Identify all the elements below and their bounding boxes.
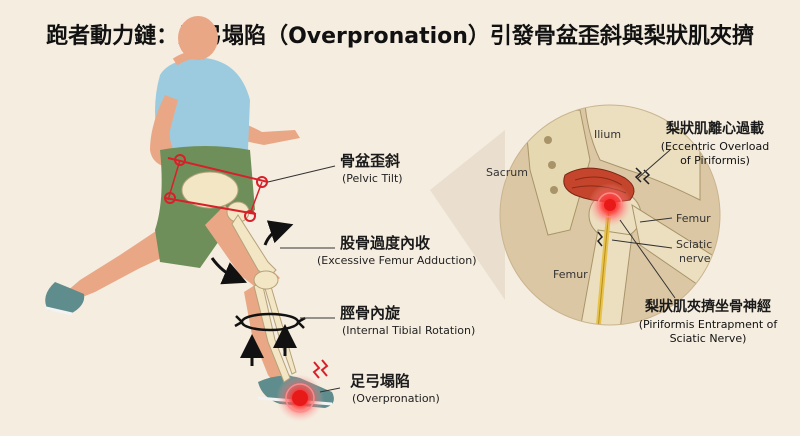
ilium-bone (584, 105, 701, 201)
zoom-cone (430, 130, 505, 300)
pelvic-tilt-label-en: (Pelvic Tilt) (342, 172, 403, 185)
leader-piriformis (637, 149, 671, 179)
sciatic-label-2: nerve (679, 252, 711, 265)
leader-foot (319, 387, 341, 393)
tank-top (155, 58, 250, 175)
overpronation-label-en: (Overpronation) (352, 392, 440, 405)
leader-pelvic (267, 165, 336, 183)
piriformis-entrapment-zh: 梨狀肌夾擠坐骨神經 (645, 299, 771, 315)
piriformis-entrapment-en-1: (Piriformis Entrapment of (638, 318, 778, 331)
back-shoe (45, 282, 85, 314)
head (178, 16, 218, 60)
leader-entrapment (619, 219, 676, 299)
piriformis-overload-zh: 梨狀肌離心過載 (666, 121, 764, 137)
overpronation-label-zh: 足弓塌陷 (350, 372, 411, 390)
femur-left-label: Femur (553, 268, 588, 281)
sciatic-label-1: Sciatic (676, 238, 713, 251)
front-arm (150, 95, 182, 168)
ilium-label: Ilium (594, 128, 622, 141)
tibial-rotation-label-en: (Internal Tibial Rotation) (342, 324, 476, 337)
tibial-rotation-label-zh: 脛骨內旋 (340, 304, 401, 322)
page-title: 跑者動力鏈：足弓塌陷（Overpronation）引發骨盆歪斜與梨狀肌夾擠 (46, 24, 754, 49)
runner-figure (45, 16, 334, 408)
piriformis-overload-en-2: of Piriformis) (680, 154, 750, 167)
adduction-arrow-top (263, 220, 294, 246)
pelvic-tilt-label-zh: 骨盆歪斜 (340, 152, 401, 170)
strain-mark (312, 361, 321, 379)
piriformis-entrapment-en-2: Sciatic Nerve) (669, 332, 747, 345)
inset-circle (499, 104, 721, 326)
leader-sciatic (611, 239, 673, 249)
sacrum-label: Sacrum (486, 166, 528, 179)
leader-femur-right (639, 217, 673, 223)
femur-right-label: Femur (676, 212, 711, 225)
femur-adduction-label-en: (Excessive Femur Adduction) (317, 254, 477, 267)
femur-adduction-label-zh: 股骨過度內收 (340, 234, 431, 252)
adduction-arrow-bottom (210, 257, 248, 285)
front-shin (244, 285, 300, 392)
knee-joint (253, 270, 279, 290)
pelvic-tilt-indicator (164, 154, 269, 222)
pelvis-bone (181, 171, 239, 209)
femur-shaft-inset (579, 229, 633, 325)
piriformis-overload-en-1: (Eccentric Overload (660, 140, 770, 153)
sacrum-bone (524, 109, 591, 236)
